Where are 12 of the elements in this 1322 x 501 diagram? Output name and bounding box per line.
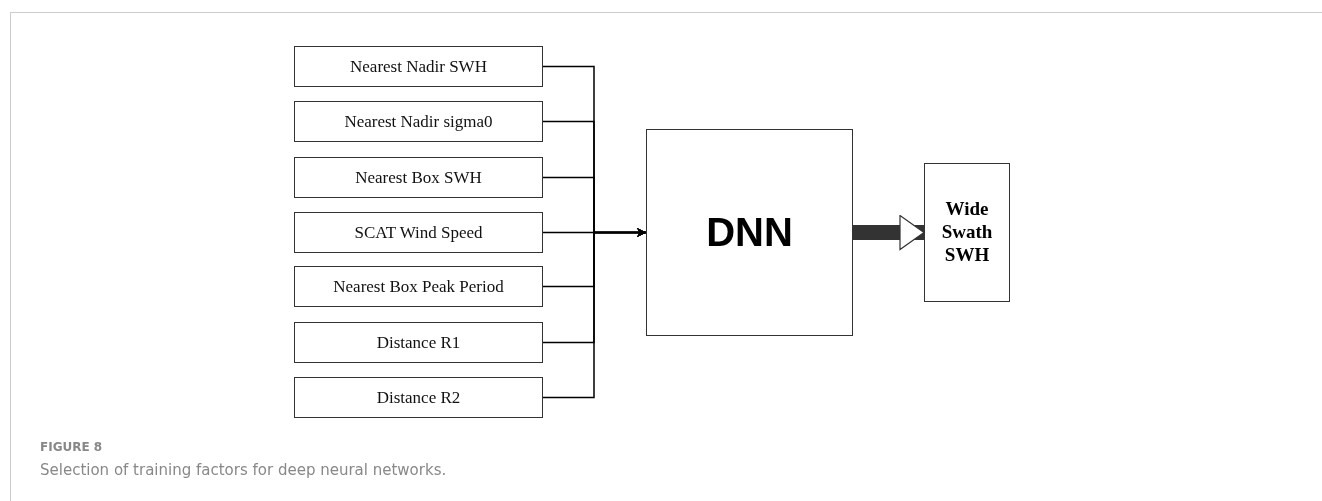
figure-caption: Selection of training factors for deep neural networks. <box>40 461 447 479</box>
output-box: Wide Swath SWH <box>924 163 1010 302</box>
input-box: Nearest Box Peak Period <box>294 266 543 307</box>
figure-number: FIGURE 8 <box>40 440 103 454</box>
input-box: Distance R2 <box>294 377 543 418</box>
input-box: Nearest Nadir sigma0 <box>294 101 543 142</box>
input-box: Distance R1 <box>294 322 543 363</box>
input-box: SCAT Wind Speed <box>294 212 543 253</box>
input-box: Nearest Box SWH <box>294 157 543 198</box>
input-box: Nearest Nadir SWH <box>294 46 543 87</box>
block-arrow <box>853 214 925 251</box>
network-box: DNN <box>646 129 853 336</box>
